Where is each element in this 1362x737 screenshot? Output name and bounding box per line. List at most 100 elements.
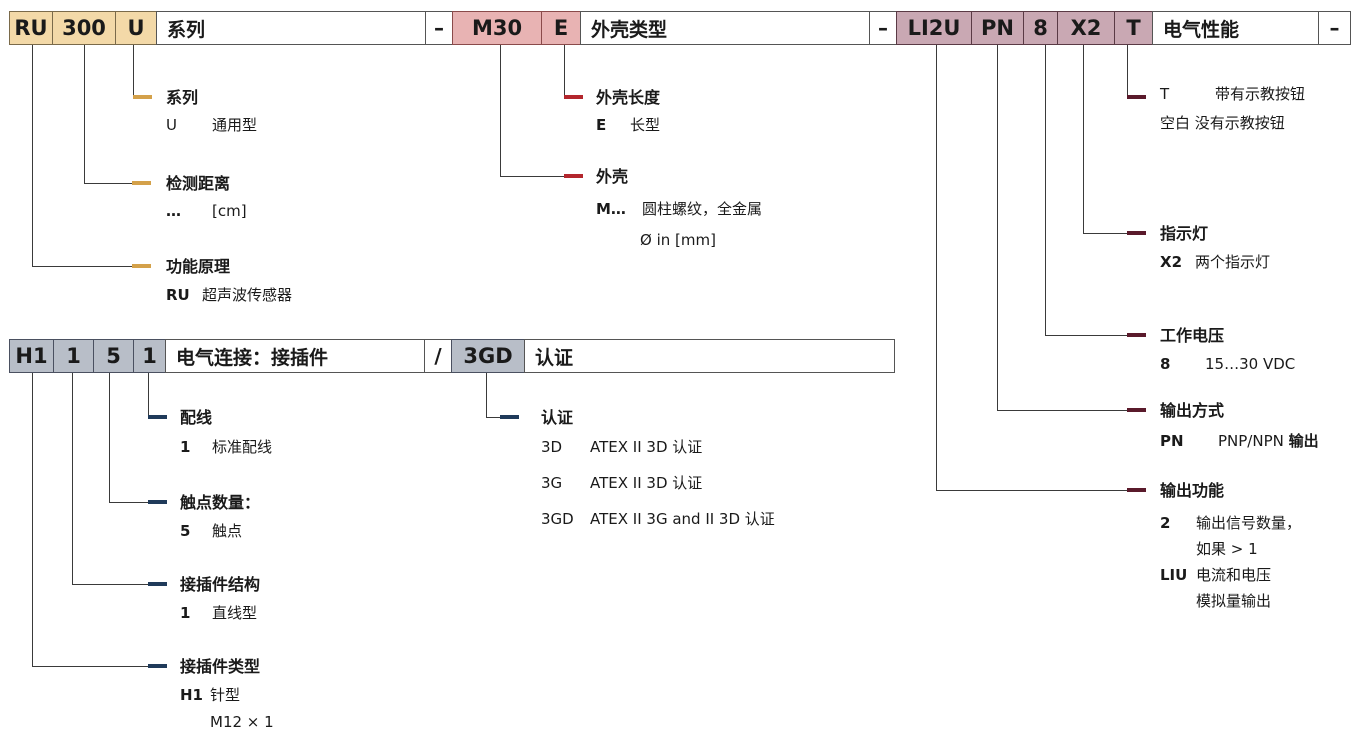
connector-line [84,45,85,183]
voltage-desc: 15…30 VDC [1205,355,1296,373]
marker-blue [148,664,167,668]
code-1b: 1 [133,339,166,373]
connector-line [936,490,1127,491]
indicator-title: 指示灯 [1160,224,1209,243]
indicator-desc: 两个指示灯 [1195,253,1271,271]
housing-code: M… [596,200,626,218]
connector-line [32,666,148,667]
output-mode-desc: PNP/NPN 输出 [1218,432,1319,450]
button-desc-no: 空白 没有示教按钮 [1160,114,1285,132]
cert-desc-3gd: ATEX II 3G and II 3D 认证 [590,510,775,528]
connector-line [1045,335,1127,336]
electrical-connection-label: 电气连接：接插件 [165,339,425,373]
connector-line [1083,233,1127,234]
connector-struct-title: 接插件结构 [180,575,261,594]
output-mode-code: PN [1160,432,1184,450]
connector-struct-desc: 直线型 [212,604,258,622]
contacts-code: 5 [180,522,191,540]
code-u: U [115,11,157,45]
housing-length-desc: 长型 [630,116,661,134]
connector-line [32,373,33,666]
code-pn: PN [971,11,1024,45]
code-5: 5 [93,339,134,373]
connector-type-code: H1 [180,686,203,704]
marker-blue [148,500,167,504]
series-desc: 通用型 [212,116,258,134]
connector-type-title: 接插件类型 [180,657,261,676]
series-group-label: 系列 [156,11,426,45]
connector-struct-code: 1 [180,604,191,622]
slash-separator: / [424,339,452,373]
housing-length-code: E [596,116,607,134]
output-mode-desc-text: PNP/NPN [1218,432,1284,450]
marker-blue [148,415,167,419]
output-function-desc-2b: 如果 > 1 [1196,540,1258,558]
output-function-title: 输出功能 [1160,481,1225,500]
connector-line [1127,45,1128,97]
wiring-code: 1 [180,438,191,456]
code-1a: 1 [53,339,94,373]
connector-line [72,373,73,584]
marker-purple [1127,333,1146,337]
distance-code: … [166,202,181,220]
marker-purple [1127,231,1146,235]
voltage-code: 8 [1160,355,1171,373]
output-function-desc-liu: 电流和电压 [1196,566,1272,584]
housing-group-label: 外壳类型 [580,11,870,45]
connector-type-code: H1 1 5 1 电气连接：接插件 / 3GD 认证 [9,339,895,373]
marker-orange [132,264,151,268]
output-mode-title: 输出方式 [1160,401,1225,420]
housing-title: 外壳 [596,167,629,186]
principle-title: 功能原理 [166,257,231,276]
code-m30: M30 [452,11,542,45]
principle-code: RU [166,286,190,304]
connector-line [486,417,500,418]
connector-type-desc: 针型 [210,686,241,704]
voltage-title: 工作电压 [1160,326,1225,345]
output-mode-desc-bold: 输出 [1288,432,1319,450]
output-function-desc-liu-b: 模拟量输出 [1196,592,1272,610]
connector-line [997,410,1127,411]
dash-separator: – [425,11,453,45]
connector-line [84,183,132,184]
cert-desc-3d: ATEX II 3D 认证 [590,438,703,456]
connector-line [32,266,132,267]
electrical-group-label: 电气性能 [1152,11,1319,45]
marker-purple [1127,488,1146,492]
output-function-code-liu: LIU [1160,566,1188,584]
marker-purple [1127,95,1146,99]
marker-orange [132,181,151,185]
dash-separator: – [869,11,897,45]
code-3gd: 3GD [451,339,525,373]
principle-desc: 超声波传感器 [202,286,293,304]
distance-desc: [cm] [212,202,247,220]
marker-blue [500,415,519,419]
marker-purple [1127,408,1146,412]
contacts-desc: 触点 [212,522,243,540]
housing-desc-diameter: Ø in [mm] [640,231,716,249]
code-t: T [1114,11,1153,45]
connector-line [109,373,110,502]
wiring-desc: 标准配线 [212,438,273,456]
code-300: 300 [52,11,116,45]
code-ru: RU [9,11,53,45]
button-code-t: T [1160,85,1170,103]
dash-separator: – [1318,11,1351,45]
marker-blue [148,582,167,586]
housing-desc: 圆柱螺纹，全金属 [642,200,763,218]
connector-line [486,373,487,417]
distance-title: 检测距离 [166,174,231,193]
certification-label: 认证 [524,339,895,373]
marker-red [564,95,583,99]
series-title: 系列 [166,88,199,107]
cert-desc-3g: ATEX II 3D 认证 [590,474,703,492]
top-type-code: RU 300 U 系列 – M30 E 外壳类型 – LI2U PN 8 X2 … [9,11,1351,45]
connector-line [109,502,148,503]
indicator-code: X2 [1160,253,1183,271]
connector-line [500,45,501,176]
output-function-desc-2: 输出信号数量， [1196,514,1302,532]
button-desc-yes: 带有示教按钮 [1215,85,1306,103]
output-function-code-2: 2 [1160,514,1171,532]
connector-type-desc-m12: M12 × 1 [210,713,274,731]
connector-line [133,45,134,97]
